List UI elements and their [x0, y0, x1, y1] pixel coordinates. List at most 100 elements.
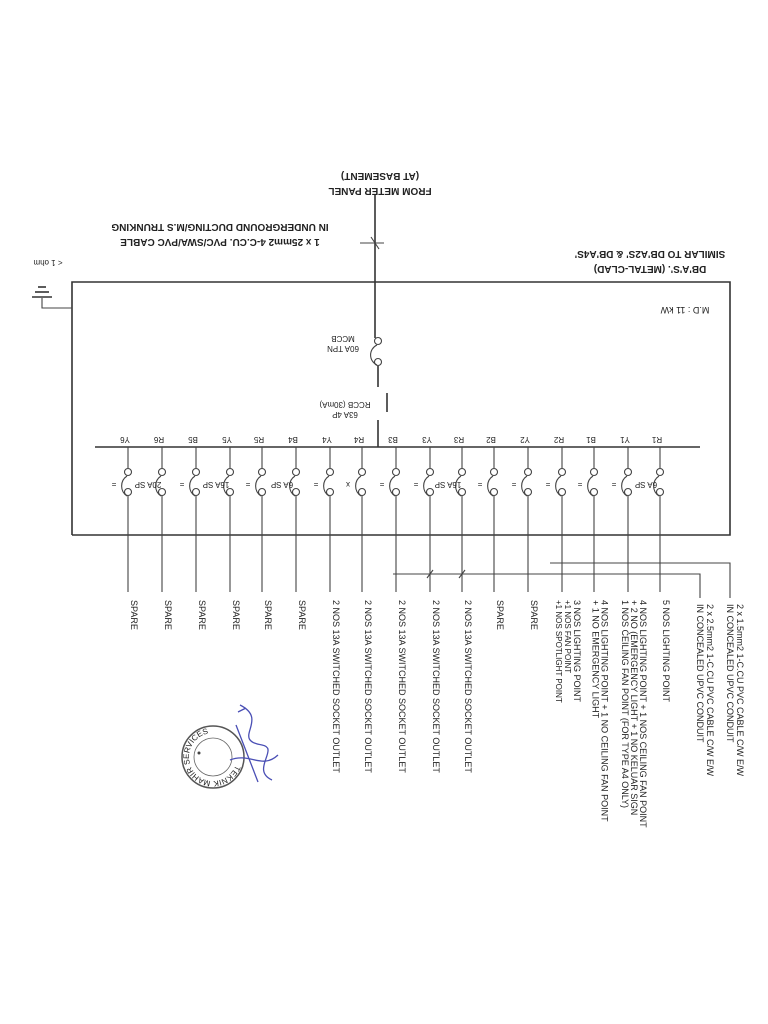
- db-enclosure: [71, 281, 731, 536]
- breaker-rating: =: [313, 480, 318, 489]
- circuit-y6: Y6=SPARE: [111, 435, 139, 630]
- breaker-rating: =: [245, 480, 250, 489]
- breaker-contact: [523, 487, 533, 497]
- mccb-rating: 60A TPN: [327, 344, 359, 353]
- circuit-description: SPARE: [529, 600, 539, 630]
- circuit-y1: Y1 = 4 NOS LIGHTING POINT + 1 NOS CEILING …: [611, 435, 648, 828]
- breaker-contact: [191, 467, 201, 477]
- breaker-contact: [157, 467, 167, 477]
- breaker-contact: [589, 487, 599, 497]
- breaker-rating: =: [545, 480, 550, 489]
- breaker-contact: [191, 487, 201, 497]
- circuit-description: 2 NOS 13A SWITCHED SOCKET OUTLET: [397, 600, 407, 773]
- circuit-b1: B1=4 NOS LIGHTING POINT + 1 NO CEILING F…: [577, 435, 609, 822]
- breaker-rating: =: [577, 480, 582, 489]
- circuit-r4: R4 x 2 NOS 13A SWITCHED SOCKET OUTLET: [346, 435, 373, 773]
- rccb-rating: 63A 4P: [332, 410, 358, 419]
- breaker-rating: =: [379, 480, 384, 489]
- cable-note-1-line2: IN CONCEALED UPVC CONDUIT: [725, 604, 735, 743]
- breaker-contact: [225, 467, 235, 477]
- circuit-description: SPARE: [495, 600, 505, 630]
- breaker-rating: =: [611, 480, 616, 489]
- circuit-description: 2 NOS 13A SWITCHED SOCKET OUTLET: [363, 600, 373, 773]
- rccb-type: RCCB (30mA): [319, 400, 370, 409]
- breaker-contact: [655, 467, 665, 477]
- breaker-contact: [425, 487, 435, 497]
- breaker-contact: [457, 487, 467, 497]
- circuit-label: B1: [586, 435, 596, 444]
- breaker-contact: [489, 467, 499, 477]
- breaker-contact: [225, 487, 235, 497]
- circuit-y2: Y2=SPARE: [511, 435, 539, 630]
- breaker-contact: [157, 487, 167, 497]
- cable-note-2-line1: 2 x 2.5mm2 1-C.CU PVC CABLE C/W E/W: [705, 604, 715, 777]
- db-title-line2: SIMILAR TO DB'A2S' & DB'A4S': [575, 248, 725, 259]
- circuit-b2: B2 = SPARE: [477, 435, 505, 630]
- circuit-description: 4 NOS LIGHTING POINT + 1 NOS CEILING FAN…: [638, 600, 648, 828]
- breaker-contact: [123, 487, 133, 497]
- breaker-rating: 6A SP: [635, 480, 657, 489]
- signature: [229, 704, 279, 783]
- breaker-contact: [523, 467, 533, 477]
- mccb-type: MCCB: [331, 334, 355, 343]
- breaker-contact: [391, 467, 401, 477]
- lighting-cable-run: [550, 562, 731, 598]
- breaker-rating: =: [413, 480, 418, 489]
- breaker-contact: [257, 467, 267, 477]
- breaker-contact: [623, 487, 633, 497]
- circuit-label: Y6: [120, 435, 130, 444]
- circuit-label: Y3: [422, 435, 432, 444]
- breaker-contact: [357, 467, 367, 477]
- circuit-label: R5: [253, 435, 264, 444]
- circuit-description: 2 NOS 13A SWITCHED SOCKET OUTLET: [463, 600, 473, 773]
- cable-note-1-line1: 2 x 1.5mm2 1-C.CU PVC CABLE C/W E/W: [735, 604, 745, 777]
- circuit-r5: R5 = SPARE: [245, 435, 273, 630]
- breaker-rating: =: [179, 480, 184, 489]
- circuit-description: SPARE: [129, 600, 139, 630]
- breaker-contact: [357, 487, 367, 497]
- circuit-description: SPARE: [163, 600, 173, 630]
- breaker-contact: [391, 487, 401, 497]
- circuit-description: +1 NOS SPOTLIGHT POINT: [554, 600, 563, 703]
- circuit-description: SPARE: [231, 600, 241, 630]
- socket-cable-run: [393, 573, 701, 598]
- breaker-rating: 6A SP: [271, 480, 293, 489]
- breaker-contact: [557, 487, 567, 497]
- circuit-label: R2: [553, 435, 564, 444]
- breaker-contact: [291, 487, 301, 497]
- circuit-b5: B5 = SPARE: [179, 435, 207, 630]
- earth-symbol: [32, 286, 72, 309]
- circuit-r2: R2=3 NOS LIGHTING POINT+1 NOS FAN POINT+…: [545, 435, 582, 703]
- breaker-rating: 20A SP: [135, 480, 162, 489]
- breaker-rating: =: [477, 480, 482, 489]
- supply-from-line1: FROM METER PANEL: [328, 185, 431, 196]
- breaker-rating: x: [346, 480, 350, 489]
- circuit-label: B4: [288, 435, 298, 444]
- circuit-label: R4: [353, 435, 364, 444]
- circuit-label: Y2: [520, 435, 530, 444]
- breaker-contact: [457, 467, 467, 477]
- circuit-label: B5: [188, 435, 198, 444]
- circuit-label: Y5: [222, 435, 232, 444]
- circuit-description: 2 NOS 13A SWITCHED SOCKET OUTLET: [431, 600, 441, 773]
- circuit-description: 3 NOS LIGHTING POINT: [572, 600, 582, 703]
- circuit-label: B2: [486, 435, 496, 444]
- circuit-label: B3: [388, 435, 398, 444]
- circuit-description: 5 NOS LIGHTING POINT: [661, 600, 671, 703]
- db-title-line1: DB'A'S'. (METAL-CLAD): [594, 263, 707, 274]
- breaker-contact: [623, 467, 633, 477]
- circuit-description: SPARE: [263, 600, 273, 630]
- circuit-label: Y1: [620, 435, 630, 444]
- mccb-symbol: [370, 336, 383, 367]
- circuit-description: SPARE: [197, 600, 207, 630]
- circuit-label: R3: [453, 435, 464, 444]
- incoming-cable-line1: 1 x 25mm2 4-C.CU. PVC/SWA/PVC CABLE: [120, 236, 320, 247]
- circuit-y4: Y4=2 NOS 13A SWITCHED SOCKET OUTLET: [313, 435, 341, 773]
- circuit-description: + 2 NO (EMERGENCY LIGHT + 1 NO KELUAR SI…: [629, 600, 639, 815]
